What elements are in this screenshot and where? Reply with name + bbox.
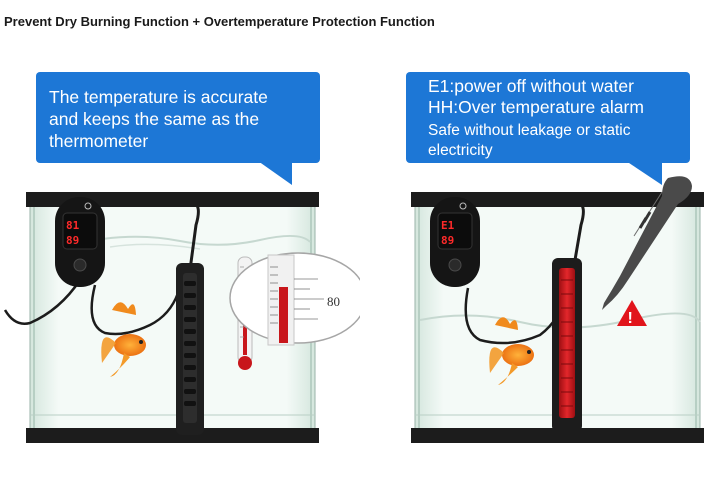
right-warning-symbol: ! bbox=[628, 310, 633, 327]
page-title: Prevent Dry Burning Function + Overtempe… bbox=[4, 14, 435, 29]
left-fish-icon bbox=[101, 302, 146, 377]
left-callout-line-3: thermometer bbox=[49, 131, 149, 151]
right-controller-icon: E1 89 bbox=[430, 197, 480, 287]
left-callout-tail bbox=[258, 161, 292, 185]
left-controller-bottom-reading: 89 bbox=[66, 234, 79, 247]
left-thermometer-zoom: 80 bbox=[229, 252, 360, 346]
left-heater-icon bbox=[176, 263, 204, 435]
right-callout-line-1: E1:power off without water bbox=[428, 76, 634, 96]
right-callout-tail bbox=[626, 161, 662, 185]
right-callout-line-2: HH:Over temperature alarm bbox=[428, 97, 644, 117]
left-callout: The temperature is accurate and keeps th… bbox=[36, 72, 320, 185]
left-heater-cable bbox=[179, 199, 200, 271]
right-heater-icon bbox=[552, 258, 582, 432]
right-controller-bottom-reading: 89 bbox=[441, 234, 454, 247]
left-controller-top-reading: 81 bbox=[66, 219, 80, 232]
left-callout-line-1: The temperature is accurate bbox=[49, 87, 268, 107]
right-controller-top-reading: E1 bbox=[441, 219, 455, 232]
right-fish-icon bbox=[489, 317, 534, 385]
left-aquarium-scene: 81 89 bbox=[3, 192, 360, 443]
right-warning-icon: ! bbox=[617, 300, 647, 327]
right-heater-cable bbox=[564, 199, 585, 261]
right-aquarium-scene: E1 89 ! bbox=[411, 176, 704, 443]
right-thermometer-probe-icon bbox=[602, 176, 692, 310]
right-callout: E1:power off without water HH:Over tempe… bbox=[406, 72, 690, 185]
right-callout-line-4: electricity bbox=[428, 142, 493, 159]
left-controller-icon: 81 89 bbox=[55, 197, 105, 287]
left-callout-line-2: and keeps the same as the bbox=[49, 109, 260, 129]
right-callout-line-3: Safe without leakage or static bbox=[428, 122, 631, 139]
left-thermometer-reading: 80 bbox=[327, 294, 340, 309]
